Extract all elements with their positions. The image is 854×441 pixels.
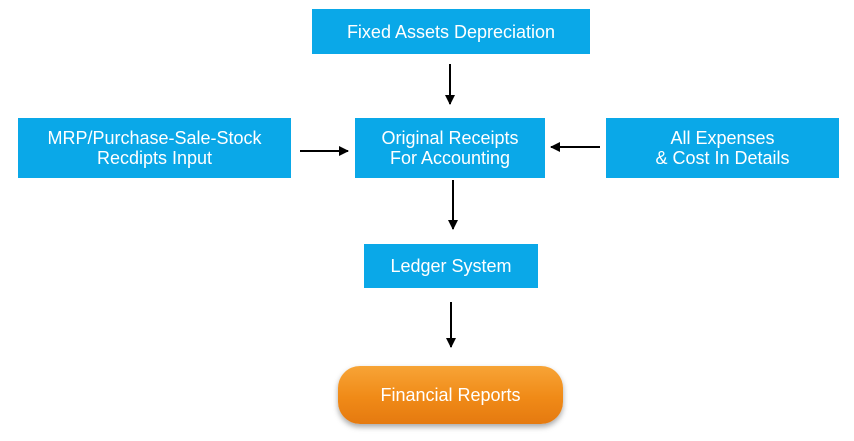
mrp-input-box: MRP/Purchase-Sale-Stock Recdipts Input (18, 118, 291, 178)
all-expenses-label-line2: & Cost In Details (655, 148, 790, 168)
original-receipts-box: Original Receipts For Accounting (355, 118, 545, 178)
all-expenses-label-line1: All Expenses (670, 128, 775, 148)
ledger-system-label: Ledger System (390, 256, 512, 276)
mrp-input-label-line2: Recdipts Input (96, 148, 213, 168)
all-expenses-box: All Expenses & Cost In Details (606, 118, 839, 178)
financial-reports-label: Financial Reports (380, 384, 521, 405)
original-receipts-label-line1: Original Receipts (381, 128, 519, 148)
original-receipts-label-line2: For Accounting (389, 148, 511, 168)
ledger-system-box: Ledger System (364, 244, 538, 288)
mrp-input-label-line1: MRP/Purchase-Sale-Stock (47, 128, 262, 148)
financial-reports-node: Financial Reports (338, 366, 563, 424)
fixed-assets-depreciation-label: Fixed Assets Depreciation (346, 21, 556, 42)
fixed-assets-depreciation-box: Fixed Assets Depreciation (312, 9, 590, 54)
